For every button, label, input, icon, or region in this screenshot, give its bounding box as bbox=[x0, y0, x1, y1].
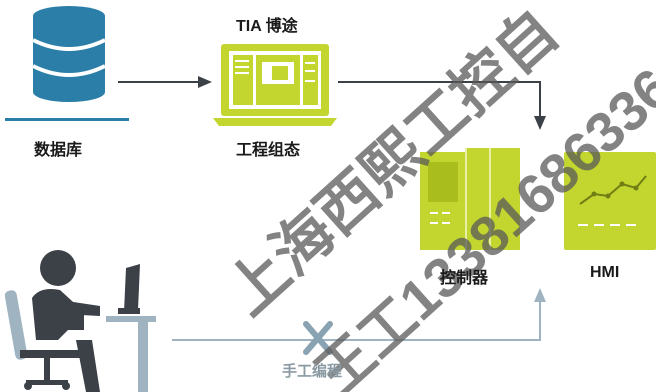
arrow-tia-to-controller bbox=[338, 81, 546, 130]
controller-label: 控制器 bbox=[440, 270, 489, 287]
manual-label: 手工编程 bbox=[282, 363, 343, 380]
person-icon bbox=[4, 250, 156, 392]
cross-icon bbox=[303, 321, 333, 355]
controller-icon bbox=[420, 148, 520, 250]
laptop-icon bbox=[213, 44, 337, 126]
arrow-db-to-tia bbox=[118, 76, 212, 88]
database-label: 数据库 bbox=[34, 142, 83, 159]
arrow-manual-to-controller bbox=[172, 288, 546, 341]
tia-title: TIA 博途 bbox=[236, 18, 298, 35]
tia-label: 工程组态 bbox=[236, 142, 301, 159]
hmi-label: HMI bbox=[590, 264, 620, 281]
database-icon bbox=[5, 6, 129, 121]
hmi-icon bbox=[564, 152, 656, 250]
